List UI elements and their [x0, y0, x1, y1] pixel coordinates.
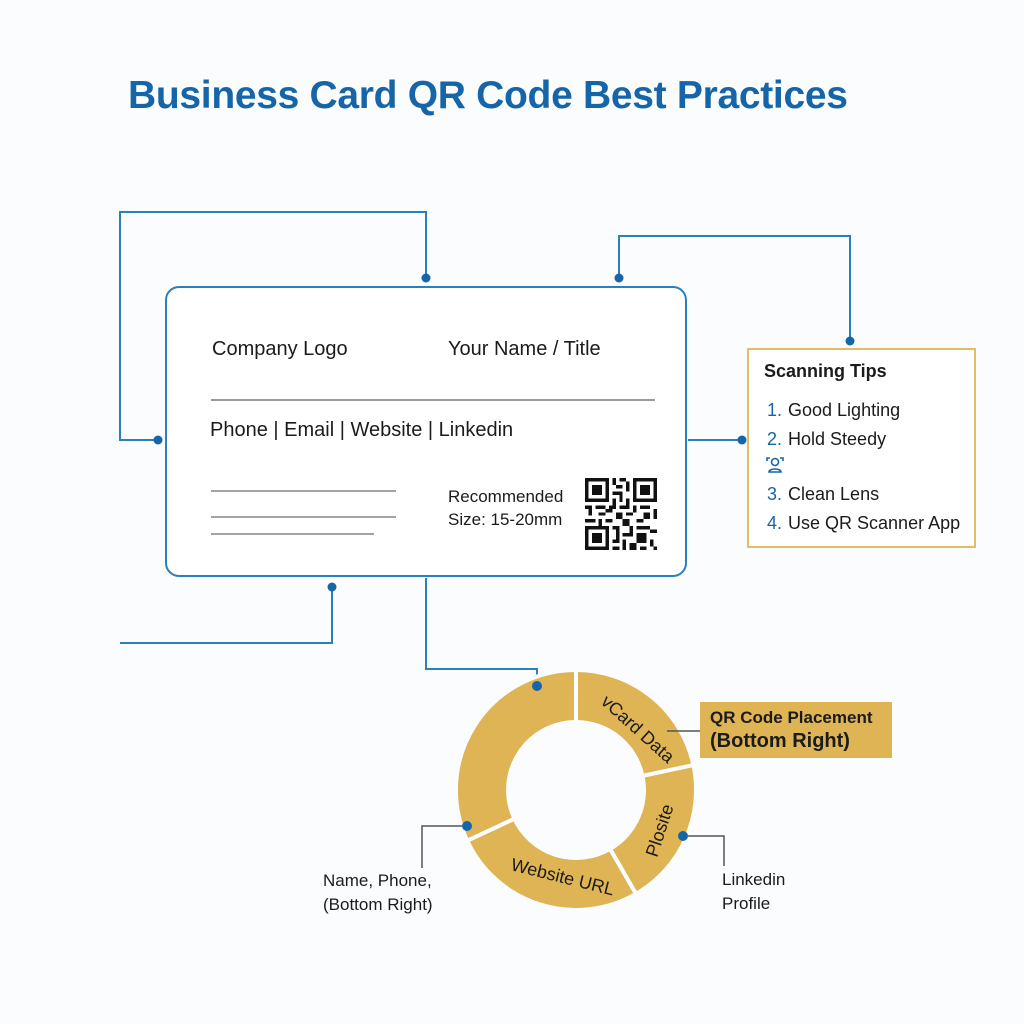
- company-logo-label: Company Logo: [212, 338, 348, 360]
- page-title: Business Card QR Code Best Practices: [128, 74, 848, 117]
- qr-code-icon: [585, 478, 657, 550]
- donut-segment-website: [464, 816, 639, 912]
- name-phone-callout: Name, Phone, (Bottom Right): [323, 871, 433, 914]
- tip-item: 2.Hold Steedy: [767, 429, 887, 449]
- qr-placement-label: QR Code Placement (Bottom Right): [700, 702, 892, 758]
- tip-item: 3.Clean Lens: [767, 484, 880, 504]
- contacts-label: Phone | Email | Website | Linkedin: [210, 419, 514, 441]
- name-title-label: Your Name / Title: [448, 338, 601, 360]
- placeholder-line: [211, 490, 396, 492]
- business-card: Company Logo Your Name / Title Phone | E…: [165, 286, 687, 577]
- tip-item: 1.Good Lighting: [767, 400, 901, 420]
- user-scan-icon: [766, 457, 784, 473]
- linkedin-profile-callout: Linkedin Profile: [722, 870, 786, 913]
- placeholder-line: [211, 533, 374, 535]
- placeholder-line: [211, 516, 396, 518]
- donut-chart: [453, 667, 698, 912]
- tips-title: Scanning Tips: [764, 361, 887, 381]
- card-divider: [211, 399, 655, 401]
- recommended-size-note: Recommended Size: 15-20mm: [448, 487, 564, 529]
- scanning-tips-panel: Scanning Tips 1.Good Lighting 2.Hold Ste…: [747, 348, 976, 548]
- tip-item: 4.Use QR Scanner App: [767, 513, 961, 533]
- donut-segment-left: [453, 667, 578, 844]
